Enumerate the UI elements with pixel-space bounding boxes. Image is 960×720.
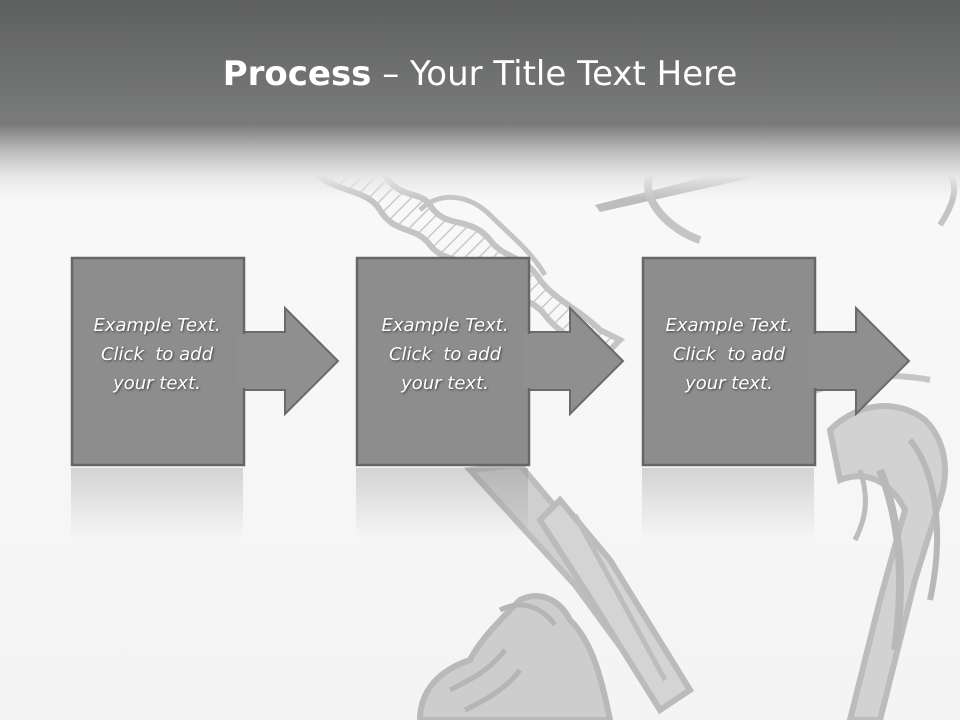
step-3-text[interactable]: Example Text. Click to add your text. [644, 311, 814, 398]
step-1-line-1: Example Text. [93, 315, 221, 336]
step-2-box[interactable] [355, 256, 531, 467]
step-1-line-3: your text. [113, 373, 201, 394]
step-3-reflection [642, 468, 814, 538]
title-bold: Process [222, 54, 372, 94]
step-3-line-3: your text. [685, 373, 773, 394]
step-1-line-2: Click to add [100, 344, 213, 365]
step-1-box[interactable] [70, 256, 246, 467]
step-3-line-1: Example Text. [665, 315, 793, 336]
step-1-arrow[interactable] [242, 305, 340, 417]
step-2-arrow[interactable] [527, 305, 625, 417]
step-2-line-1: Example Text. [381, 315, 509, 336]
step-2-line-2: Click to add [388, 344, 501, 365]
step-2-text[interactable]: Example Text. Click to add your text. [360, 311, 530, 398]
step-3-line-2: Click to add [672, 344, 785, 365]
step-3-box[interactable] [641, 256, 817, 467]
step-1-text[interactable]: Example Text. Click to add your text. [72, 311, 242, 398]
header-band [0, 0, 960, 200]
title-rest: – Your Title Text Here [371, 54, 738, 94]
step-2-reflection [356, 468, 528, 538]
slide-title[interactable]: Process – Your Title Text Here [0, 50, 960, 98]
step-1-reflection [71, 468, 243, 538]
step-2-line-3: your text. [401, 373, 489, 394]
step-3-arrow[interactable] [813, 305, 911, 417]
